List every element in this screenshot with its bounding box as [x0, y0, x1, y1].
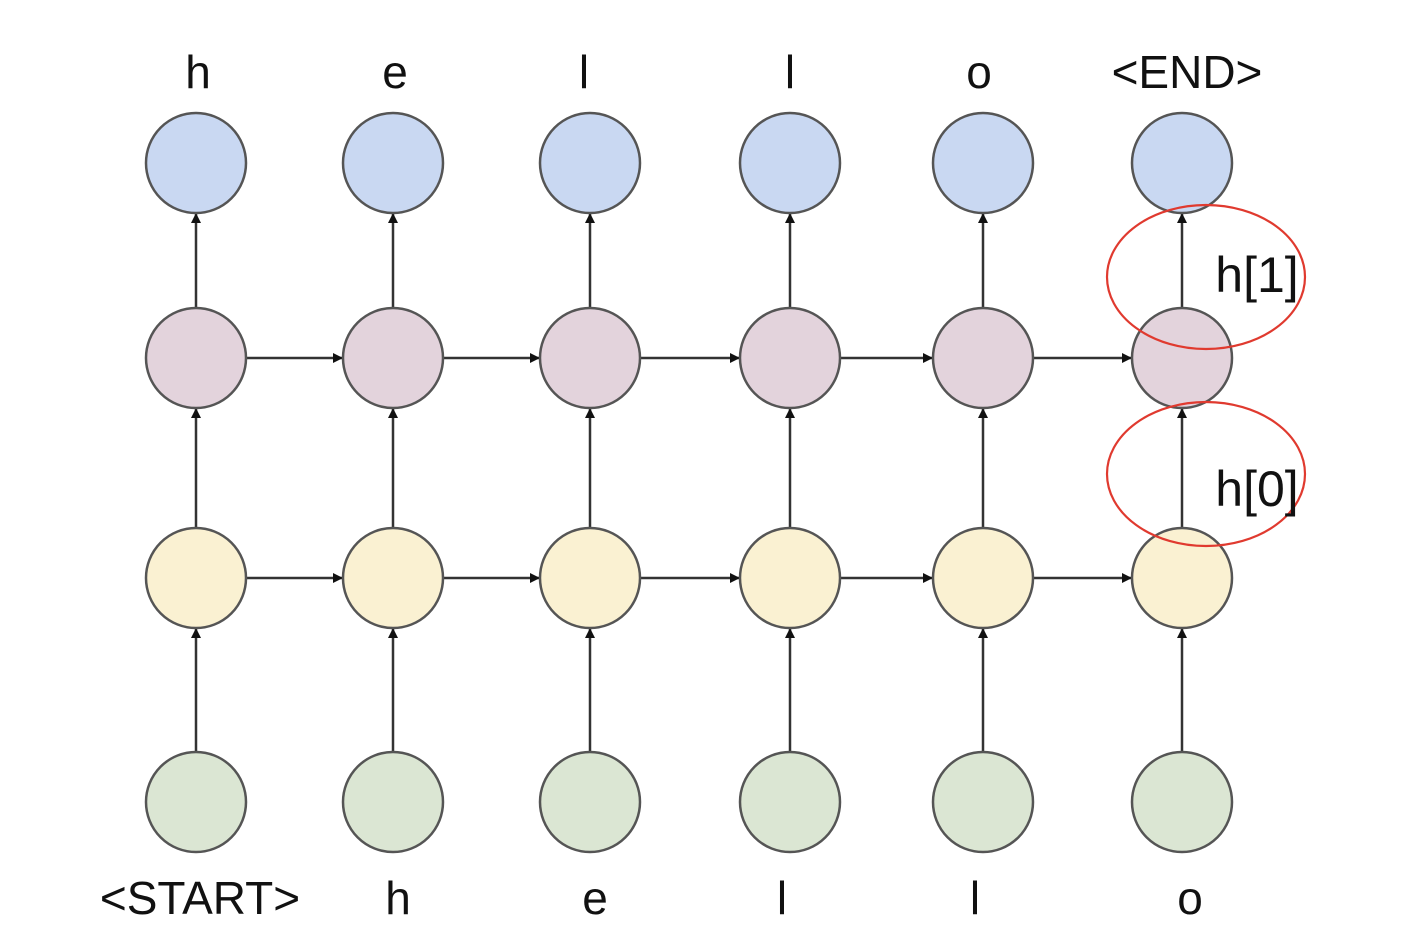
- hidden-1-node-3: [738, 306, 842, 410]
- output-label-1: e: [382, 46, 408, 98]
- hidden-1-node-1: [341, 306, 445, 410]
- hidden-1-node-0: [144, 306, 248, 410]
- output-label-2: l: [579, 46, 589, 98]
- input-label-2: e: [582, 872, 608, 924]
- output-label-3: l: [785, 46, 795, 98]
- callout-ellipse-0: [1105, 203, 1307, 351]
- input-node-1: [341, 750, 445, 854]
- output-label-0: h: [185, 46, 211, 98]
- input-node-0: [144, 750, 248, 854]
- input-node-4: [931, 750, 1035, 854]
- input-label-4: l: [970, 872, 980, 924]
- hidden-1-node-2: [538, 306, 642, 410]
- input-node-2: [538, 750, 642, 854]
- hidden-1-node-4: [931, 306, 1035, 410]
- input-label-5: o: [1177, 872, 1203, 924]
- callout-ellipse-1: [1105, 400, 1307, 548]
- output-label-5: <END>: [1112, 46, 1263, 98]
- hidden-0-node-4: [931, 526, 1035, 630]
- input-node-5: [1130, 750, 1234, 854]
- hidden-0-node-0: [144, 526, 248, 630]
- hidden-1-node-5: [1130, 306, 1234, 410]
- input-label-0: <START>: [100, 872, 300, 924]
- output-label-4: o: [966, 46, 992, 98]
- hidden-0-node-3: [738, 526, 842, 630]
- input-label-3: l: [777, 872, 787, 924]
- callout-label-1: h[0]: [1215, 461, 1298, 517]
- input-label-1: h: [385, 872, 411, 924]
- labels-group: h e l l o <END> <START> h e l l o: [100, 46, 1263, 924]
- nodes-group: [144, 111, 1234, 854]
- hidden-0-node-1: [341, 526, 445, 630]
- output-node-4: [931, 111, 1035, 215]
- edges-group: [191, 213, 1187, 752]
- callout-label-0: h[1]: [1215, 247, 1298, 303]
- hidden-0-node-5: [1130, 526, 1234, 630]
- output-node-1: [341, 111, 445, 215]
- output-node-5: [1130, 111, 1234, 215]
- callouts-group: h[1] h[0]: [1105, 203, 1307, 548]
- hidden-0-node-2: [538, 526, 642, 630]
- input-node-3: [738, 750, 842, 854]
- output-node-0: [144, 111, 248, 215]
- output-node-3: [738, 111, 842, 215]
- output-node-2: [538, 111, 642, 215]
